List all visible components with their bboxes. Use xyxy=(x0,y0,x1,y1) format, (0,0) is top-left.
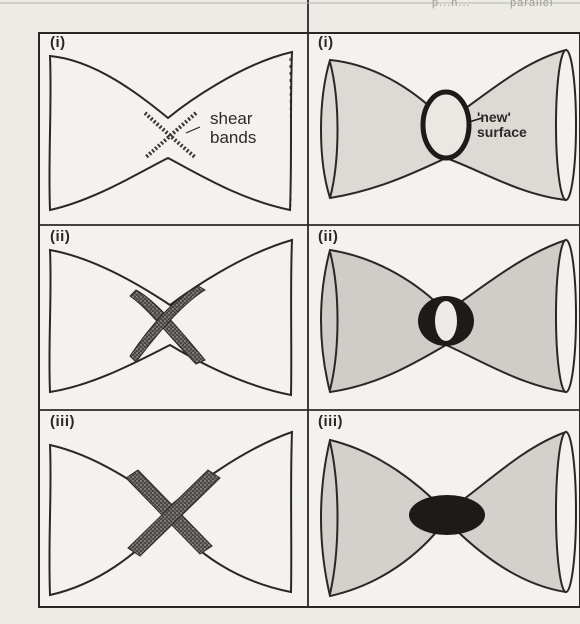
void-core xyxy=(435,301,457,341)
panel-label-right-i: (i) xyxy=(318,34,334,51)
panel-label-right-ii: (ii) xyxy=(318,228,338,245)
new-surface-label: 'new' surface xyxy=(477,110,527,141)
panel-label-left-iii: (iii) xyxy=(50,413,75,430)
new-surface-ring xyxy=(423,92,469,158)
new-label-line1: 'new' xyxy=(477,110,527,125)
shear-label-line2: bands xyxy=(210,129,256,148)
panel-label-left-ii: (ii) xyxy=(50,228,70,245)
cylinder-end-right xyxy=(556,432,576,592)
cylinder-end-right xyxy=(556,50,576,200)
panel-label-right-iii: (iii) xyxy=(318,413,343,430)
cylinder-end-right xyxy=(556,240,576,392)
shear-bands-label: shear bands xyxy=(210,110,256,147)
header-fragment-right: parallel xyxy=(510,0,553,9)
new-label-line2: surface xyxy=(477,125,527,140)
header-fragment-text: p...n... xyxy=(432,0,471,9)
shear-label-line1: shear xyxy=(210,110,256,129)
fracture-disc xyxy=(409,495,485,535)
panel-label-left-i: (i) xyxy=(50,34,66,51)
